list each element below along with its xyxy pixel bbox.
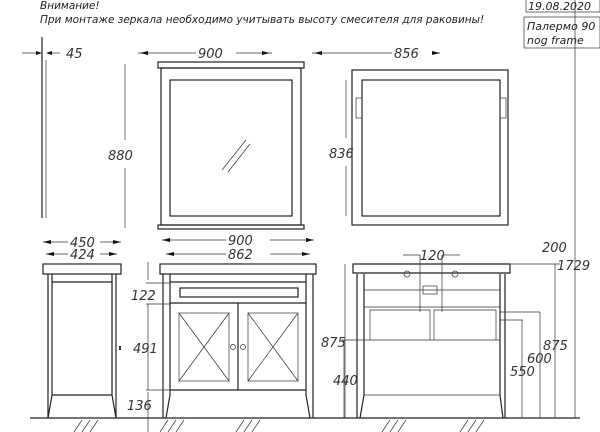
date-box: 19.08.2020 <box>525 0 600 13</box>
dim-drain-height-2: 550 <box>510 365 535 380</box>
warning-title: Внимание! <box>40 0 100 12</box>
floor-hatching <box>73 419 485 432</box>
dim-leg-height: 136 <box>127 399 152 414</box>
dim-tap-spacing: 120 <box>420 249 445 264</box>
dim-mirror-height: 880 <box>108 149 133 164</box>
model-name: Палермо 90 <box>527 20 595 33</box>
dim-cabinet-height-front: 875 <box>321 336 346 351</box>
cabinet-front-view: 900 862 122 491 136 <box>127 234 317 432</box>
warning-text: При монтаже зеркала необходимо учитывать… <box>40 14 484 26</box>
dim-cabinet-depth: 450 <box>70 236 95 251</box>
dim-cabinet-height-back: 875 <box>543 339 568 354</box>
dim-mirror-back-height: 836 <box>329 147 354 162</box>
dim-panel-height: 440 <box>333 374 358 389</box>
dim-total-height: 1729 <box>557 259 590 274</box>
model-variant: nog frame <box>527 34 584 47</box>
model-box: Палермо 90 nog frame <box>523 16 600 49</box>
dim-mirror-gap: 200 <box>542 241 567 256</box>
dim-mirror-depth: 45 <box>66 47 83 62</box>
mirror-side-view: 45 <box>22 37 83 218</box>
date-label: 19.08.2020 <box>528 0 591 13</box>
mirror-front-view: 900 880 <box>108 47 305 230</box>
mirror-back-view: 856 836 <box>312 47 509 226</box>
dim-cabinet-width: 900 <box>228 234 253 249</box>
cabinet-back-view: 120 875 440 875 600 550 200 1729 <box>321 0 590 419</box>
dim-drawer-height: 122 <box>131 289 156 304</box>
cabinet-side-view: 450 424 <box>42 236 122 419</box>
dim-cabinet-body-width: 862 <box>228 248 253 263</box>
dim-mirror-width: 900 <box>198 47 223 62</box>
dim-cabinet-body-depth: 424 <box>70 248 95 263</box>
dim-drain-height-1: 600 <box>527 352 552 367</box>
dim-door-height: 491 <box>133 342 158 357</box>
dim-mirror-back-width: 856 <box>394 47 419 62</box>
